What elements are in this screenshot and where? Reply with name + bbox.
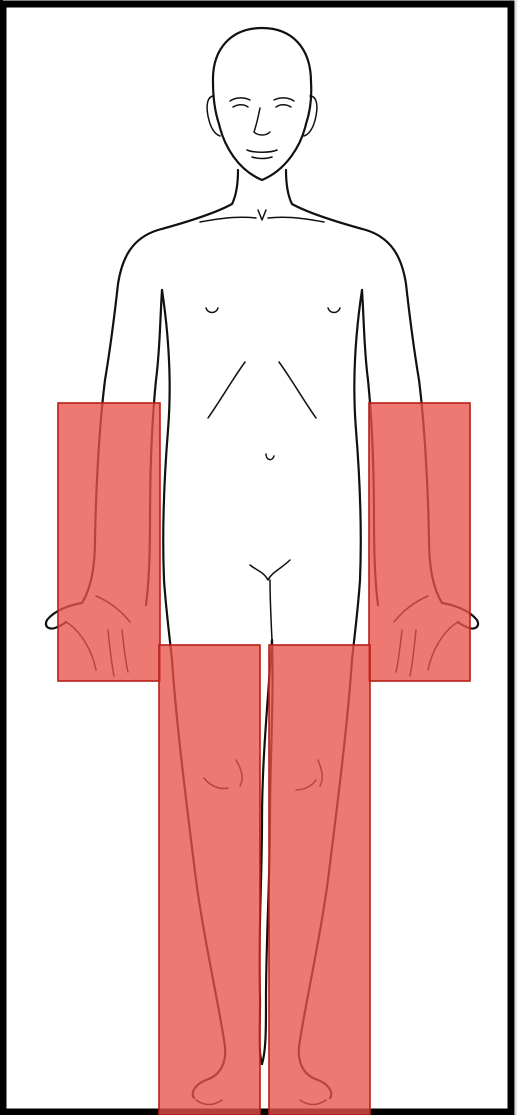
region-right-forearm-hand[interactable]: [58, 403, 160, 681]
region-left-leg[interactable]: [269, 645, 370, 1115]
region-left-forearm-hand[interactable]: [369, 403, 470, 681]
region-right-leg[interactable]: [159, 645, 260, 1115]
